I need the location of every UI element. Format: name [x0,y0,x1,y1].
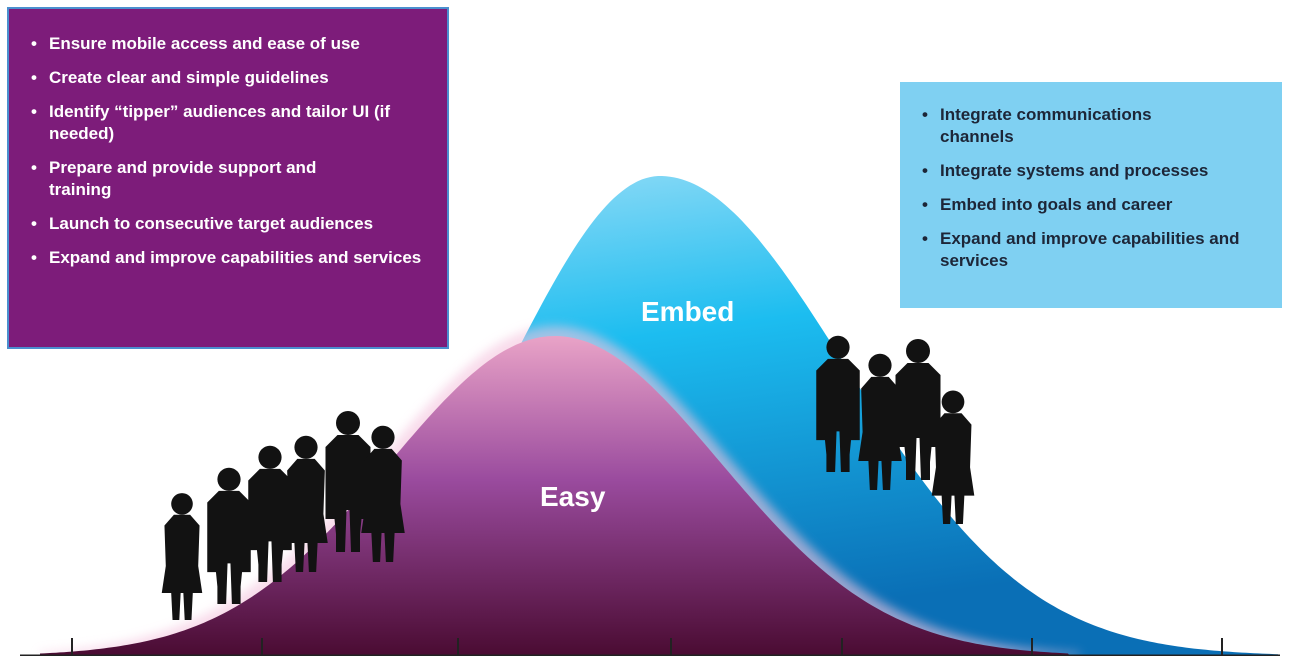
embed-actions-list: Integrate communications channels Integr… [922,104,1266,272]
list-item: Prepare and provide support and training [31,157,349,201]
easy-stage-label: Easy [540,481,606,512]
axis-ticks [71,638,1223,656]
list-item: Create clear and simple guidelines [31,67,435,89]
easy-bell-curve [40,336,1070,656]
embed-actions-box: Integrate communications channels Integr… [900,82,1282,308]
list-item: Identify “tipper” audiences and tailor U… [31,101,435,145]
list-item: Embed into goals and career [922,194,1266,216]
list-item: Expand and improve capabilities and serv… [31,247,435,269]
list-item: Expand and improve capabilities and serv… [922,228,1240,272]
easy-actions-list: Ensure mobile access and ease of use Cre… [31,33,435,269]
embed-stage-label: Embed [641,296,735,327]
list-item: Launch to consecutive target audiences [31,213,435,235]
easy-actions-box: Ensure mobile access and ease of use Cre… [7,7,449,349]
list-item: Ensure mobile access and ease of use [31,33,435,55]
list-item: Integrate communications channels [922,104,1160,148]
list-item: Integrate systems and processes [922,160,1266,182]
